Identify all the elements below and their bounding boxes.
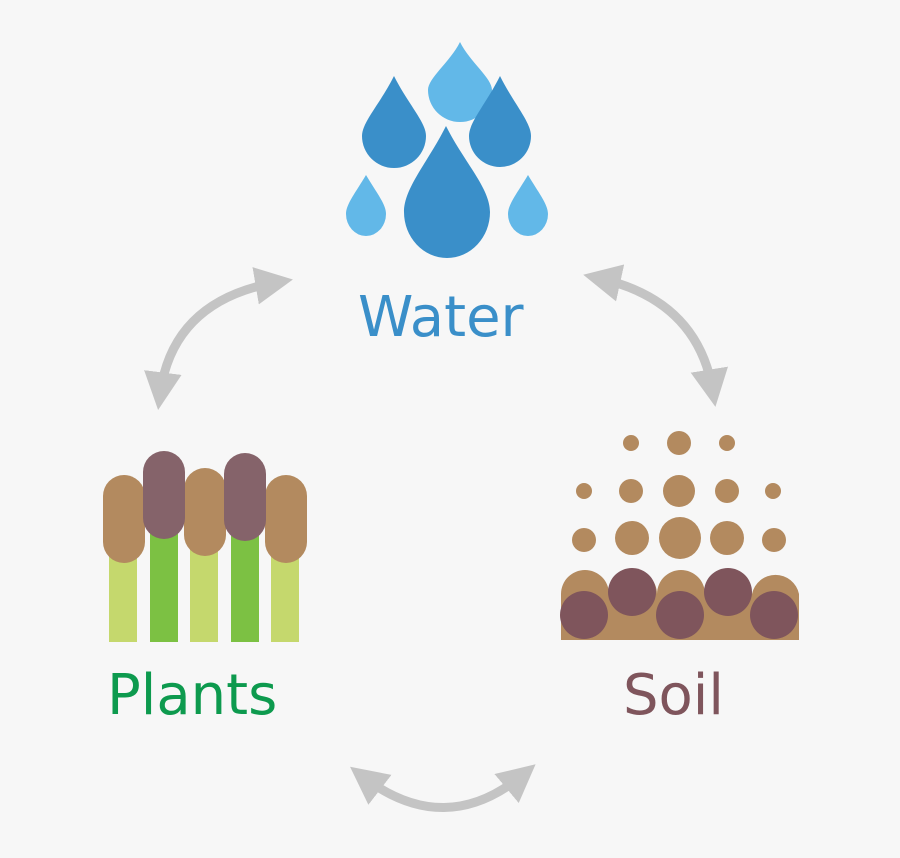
plant-head [184,468,226,556]
plant-head [224,453,266,541]
soil-clump [750,591,798,639]
water-drop-right [508,175,548,236]
plant-stem [150,520,178,642]
soil-grain [765,483,781,499]
soil-grain [576,483,592,499]
soil-grain [710,521,744,555]
plant-head [143,451,185,539]
plant-head [103,475,145,563]
soil-grain [715,479,739,503]
soil-clump [704,568,752,616]
soil-grain [659,517,701,559]
soil-grain [572,528,596,552]
soil-icon [560,431,799,640]
plant-stem [190,540,218,642]
plants-label: Plants [107,663,278,728]
soil-grain [615,521,649,555]
water-drop-left [346,175,386,236]
soil-grain [619,479,643,503]
soil-grain [667,431,691,455]
water-drop-center [404,126,490,258]
soil-clump [608,568,656,616]
water-drop-upper-left [362,76,426,168]
plants-icon [103,451,307,642]
water-label: Water [358,285,524,350]
water-drop-top [428,42,492,122]
soil-grain [663,475,695,507]
soil-clump [656,591,704,639]
double-arrow-icon [583,264,728,407]
soil-grain [623,435,639,451]
soil-label: Soil [623,663,724,728]
soil-grain [762,528,786,552]
soil-grain [719,435,735,451]
water-drops-icon [346,42,548,258]
double-arrow-icon [350,764,536,812]
water-drop-upper-right [469,76,531,167]
plant-head [265,475,307,563]
double-arrow-icon [144,267,293,410]
soil-clump [560,591,608,639]
